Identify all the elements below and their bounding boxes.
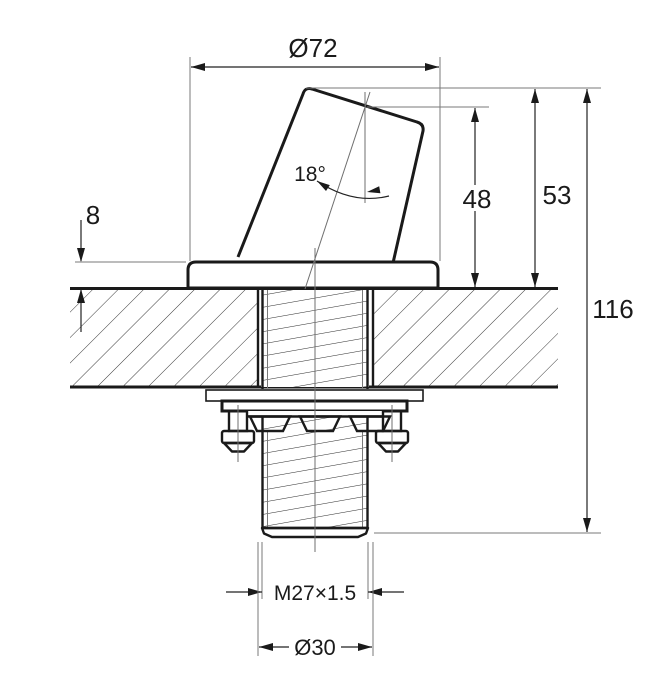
- dim-top-height: 53: [306, 87, 601, 287]
- tube-axis-centerline: [304, 91, 371, 290]
- dim-flange-diameter: Ø72: [189, 33, 441, 261]
- panel-section: [70, 287, 558, 389]
- dim-flange-height: 8: [75, 200, 186, 332]
- dim-label-stud-diameter: Ø30: [294, 635, 336, 660]
- panel-hatch-right: [373, 290, 558, 386]
- tilted-tube: [236, 87, 425, 264]
- dim-thread-spec: M27×1.5: [226, 542, 404, 605]
- dim-label-top-height: 53: [543, 180, 572, 210]
- dim-axis-height: 48: [367, 106, 494, 287]
- dim-label-tilt-angle: 18°: [294, 163, 326, 186]
- dim-label-overall-height: 116: [592, 294, 633, 324]
- dim-label-flange-diameter: Ø72: [288, 33, 337, 63]
- dim-label-flange-height: 8: [86, 200, 100, 230]
- mounting-flange: [186, 260, 440, 290]
- clamp-screw-right: [374, 405, 410, 462]
- nut-tooth: [248, 415, 292, 433]
- clamp-screw-left: [220, 405, 256, 462]
- dim-stud-diameter: Ø30: [257, 542, 374, 660]
- dim-label-axis-height: 48: [463, 184, 492, 214]
- dim-tilt-angle: 18°: [294, 163, 390, 199]
- dim-overall-height: 116: [374, 89, 634, 534]
- dim-label-thread-spec: M27×1.5: [274, 582, 356, 605]
- centerlines: [304, 91, 371, 552]
- nut-tooth: [298, 415, 342, 433]
- panel-hatch-left: [70, 290, 258, 386]
